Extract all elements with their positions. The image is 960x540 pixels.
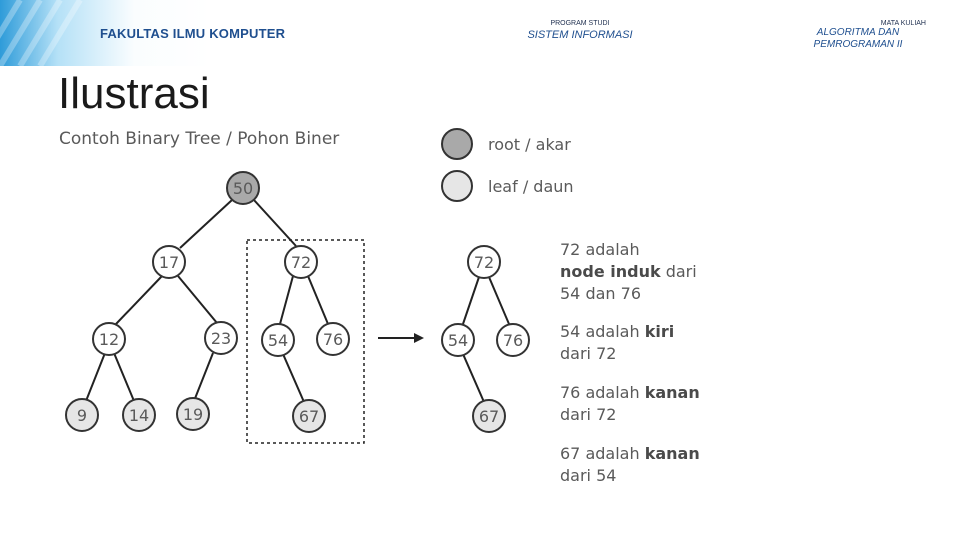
header-stripe-pattern [0, 0, 83, 66]
subtree-node-67: 67 [472, 399, 506, 433]
course-value-line-2: PEMROGRAMAN II [813, 39, 903, 50]
svg-text:23: 23 [211, 329, 231, 348]
legend-leaf-swatch [441, 170, 473, 202]
slide-header: FAKULTAS ILMU KOMPUTER PROGRAM STUDI SIS… [0, 0, 960, 66]
svg-text:19: 19 [183, 405, 203, 424]
legend-root-label: root / akar [488, 135, 571, 154]
svg-text:54 dan 76: 54 dan 76 [560, 284, 641, 303]
subtree-node-76: 76 [496, 323, 530, 357]
svg-text:12: 12 [99, 330, 119, 349]
svg-text:76: 76 [503, 331, 523, 350]
diagram-caption: Contoh Binary Tree / Pohon Biner [59, 129, 339, 149]
tree-node-72: 72 [284, 245, 318, 279]
subtree-node-54: 54 [441, 323, 475, 357]
svg-text:72 adalah: 72 adalah [560, 240, 640, 259]
tree-node-9: 9 [65, 398, 99, 432]
header-gradient-band [0, 0, 960, 66]
svg-text:17: 17 [159, 253, 179, 272]
svg-text:dari 72: dari 72 [560, 405, 616, 424]
svg-text:67: 67 [299, 407, 319, 426]
program-label: PROGRAM STUDI [550, 20, 610, 27]
subtree-highlight-box [246, 239, 365, 444]
svg-text:node induk dari: node induk dari [560, 262, 697, 281]
arrow-head [414, 333, 424, 343]
tree-node-14: 14 [122, 398, 156, 432]
svg-text:67: 67 [479, 407, 499, 426]
legend-leaf-label: leaf / daun [488, 177, 574, 196]
tree-node-19: 19 [176, 397, 210, 431]
tree-node-23: 23 [204, 321, 238, 355]
slide-title: Ilustrasi [58, 69, 210, 118]
explanation-1: 72 adalah node induk dari 54 dan 76 [560, 240, 697, 303]
tree-node-54: 54 [261, 323, 295, 357]
svg-text:54: 54 [448, 331, 468, 350]
tree-node-17: 17 [152, 245, 186, 279]
svg-text:72: 72 [291, 253, 311, 272]
tree-node-50: 50 [226, 171, 260, 205]
course-value-line-1: ALGORITMA DAN [816, 27, 900, 38]
svg-text:76 adalah kanan: 76 adalah kanan [560, 383, 700, 402]
svg-text:67 adalah kanan: 67 adalah kanan [560, 444, 700, 463]
tree-node-76: 76 [316, 322, 350, 356]
subtree-node-72: 72 [467, 245, 501, 279]
svg-text:54: 54 [268, 331, 288, 350]
svg-text:50: 50 [233, 179, 253, 198]
svg-text:9: 9 [77, 406, 87, 425]
faculty-name: FAKULTAS ILMU KOMPUTER [100, 26, 286, 41]
svg-text:76: 76 [323, 330, 343, 349]
tree-node-67: 67 [292, 399, 326, 433]
svg-text:dari 72: dari 72 [560, 344, 616, 363]
svg-text:54 adalah kiri: 54 adalah kiri [560, 322, 674, 341]
program-value: SISTEM INFORMASI [527, 29, 633, 41]
svg-text:72: 72 [474, 253, 494, 272]
course-value: ALGORITMA DAN PEMROGRAMAN II [788, 27, 928, 51]
explanation-3: 76 adalah kanan dari 72 [560, 383, 700, 424]
tree-edges [85, 199, 510, 403]
svg-text:dari 54: dari 54 [560, 466, 616, 485]
explanation-4: 67 adalah kanan dari 54 [560, 444, 700, 485]
tree-node-12: 12 [92, 322, 126, 356]
legend-root-swatch [441, 128, 473, 160]
svg-text:14: 14 [129, 406, 149, 425]
course-label: MATA KULIAH [880, 20, 926, 27]
explanation-2: 54 adalah kiri dari 72 [560, 322, 674, 363]
